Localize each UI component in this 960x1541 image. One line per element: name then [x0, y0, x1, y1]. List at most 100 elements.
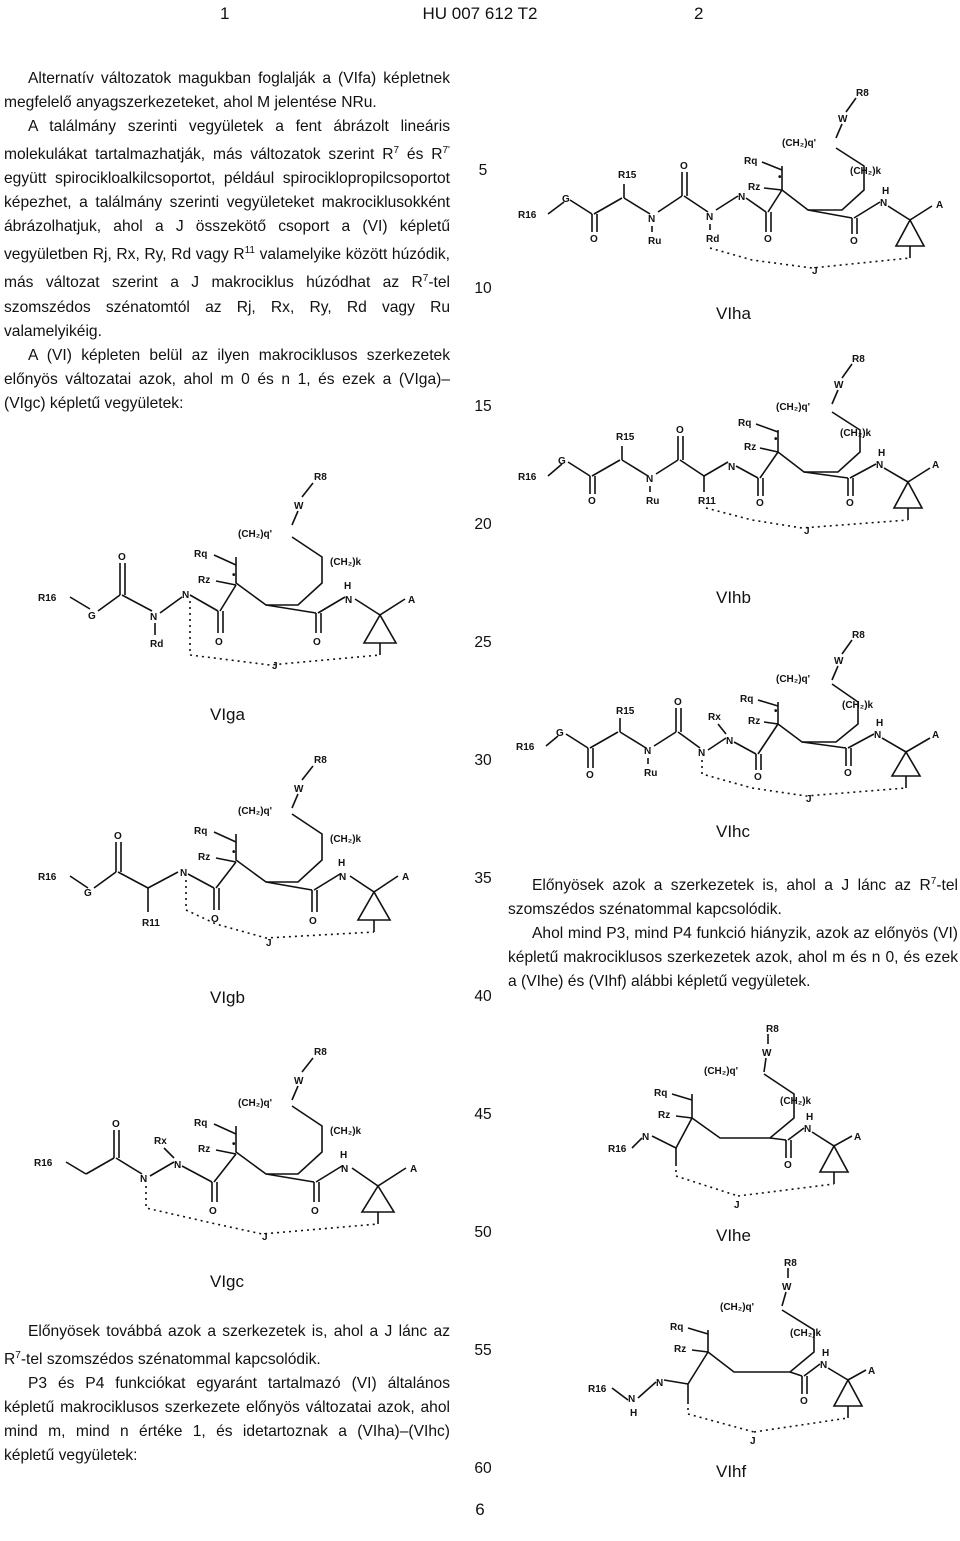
- svg-text:Rq: Rq: [194, 549, 207, 560]
- svg-text:W: W: [834, 380, 844, 391]
- svg-text:(CH₂)k: (CH₂)k: [850, 166, 882, 177]
- structure-vigb: R8 W (CH₂)q' (CH₂)k Rq • Rz R16 G O R11 …: [38, 755, 409, 949]
- svg-text:N: N: [738, 192, 745, 203]
- svg-text:R8: R8: [766, 1024, 779, 1035]
- svg-text:O: O: [313, 637, 321, 648]
- svg-text:Rx: Rx: [708, 712, 721, 723]
- svg-text:O: O: [309, 916, 317, 927]
- svg-text:N: N: [820, 1360, 827, 1371]
- svg-text:J: J: [272, 661, 278, 672]
- structure-vihe: R8 W (CH₂)q' (CH₂)k Rq Rz R16 N O N H A …: [608, 1024, 861, 1211]
- svg-text:W: W: [294, 1076, 304, 1087]
- paragraph: A találmány szerinti vegyületek a fent á…: [4, 118, 450, 340]
- svg-text:R11: R11: [698, 496, 716, 507]
- line-number: 30: [474, 752, 492, 769]
- svg-text:W: W: [294, 501, 304, 512]
- svg-text:H: H: [630, 1408, 637, 1419]
- header-left-page: 1: [220, 4, 230, 23]
- svg-text:N: N: [874, 730, 881, 741]
- svg-text:Ru: Ru: [644, 768, 657, 779]
- formula-label: VIgb: [210, 988, 245, 1007]
- svg-text:J: J: [750, 1436, 756, 1447]
- svg-text:O: O: [674, 697, 682, 708]
- svg-text:R16: R16: [38, 593, 57, 604]
- svg-text:J: J: [266, 938, 272, 949]
- svg-text:R15: R15: [618, 170, 637, 181]
- svg-text:(CH₂)q': (CH₂)q': [720, 1302, 754, 1313]
- svg-text:Rq: Rq: [670, 1322, 683, 1333]
- svg-text:R8: R8: [314, 1047, 327, 1058]
- svg-text:W: W: [834, 656, 844, 667]
- line-number: 20: [474, 516, 492, 533]
- svg-text:O: O: [756, 498, 764, 509]
- structure-vihb: R8 W (CH₂)q' (CH₂)k Rq • Rz R16 G O R15 …: [518, 354, 939, 537]
- svg-text:A: A: [868, 1366, 875, 1377]
- svg-text:G: G: [558, 456, 566, 467]
- svg-text:O: O: [680, 161, 688, 172]
- svg-text:(CH₂)q': (CH₂)q': [238, 529, 272, 540]
- svg-text:A: A: [936, 200, 943, 211]
- svg-text:G: G: [84, 888, 92, 899]
- svg-text:N: N: [656, 1378, 663, 1389]
- svg-text:O: O: [209, 1206, 217, 1217]
- svg-text:R15: R15: [616, 432, 635, 443]
- svg-text:N: N: [341, 1164, 348, 1175]
- svg-text:R16: R16: [588, 1384, 607, 1395]
- svg-text:N: N: [880, 198, 887, 209]
- svg-text:Rz: Rz: [198, 1144, 210, 1155]
- structure-viga: R8 W (CH₂)q' (CH₂)k Rq • Rz R16 G O N Rd…: [38, 472, 415, 672]
- svg-text:H: H: [344, 581, 351, 592]
- svg-text:(CH₂)q': (CH₂)q': [776, 674, 810, 685]
- paragraph: Ahol mind P3, mind P4 funkció hiányzik, …: [508, 925, 958, 991]
- svg-text:J: J: [262, 1232, 268, 1243]
- svg-text:N: N: [174, 1160, 181, 1171]
- svg-text:R8: R8: [852, 354, 865, 365]
- formula-label: VIgc: [210, 1272, 245, 1291]
- svg-text:O: O: [784, 1160, 792, 1171]
- svg-text:O: O: [850, 236, 858, 247]
- svg-text:•: •: [774, 706, 778, 717]
- svg-text:R8: R8: [852, 630, 865, 641]
- svg-text:A: A: [408, 595, 415, 606]
- svg-text:Rq: Rq: [194, 1118, 207, 1129]
- line-number: 15: [474, 398, 492, 415]
- svg-text:A: A: [402, 872, 409, 883]
- svg-text:H: H: [876, 718, 883, 729]
- svg-text:W: W: [294, 784, 304, 795]
- svg-text:N: N: [345, 595, 352, 606]
- svg-text:N: N: [728, 462, 735, 473]
- svg-text:A: A: [410, 1164, 417, 1175]
- structure-viha: R8 W (CH₂)q' (CH₂)k Rq • Rz R16 G O R15 …: [518, 88, 943, 277]
- svg-text:R16: R16: [516, 742, 535, 753]
- line-number: 40: [474, 988, 492, 1005]
- svg-text:O: O: [114, 831, 122, 842]
- svg-text:O: O: [590, 234, 598, 245]
- svg-text:Rz: Rz: [198, 852, 210, 863]
- svg-text:O: O: [754, 772, 762, 783]
- svg-text:Rd: Rd: [706, 234, 719, 245]
- svg-text:H: H: [822, 1348, 829, 1359]
- svg-text:A: A: [932, 460, 939, 471]
- formula-label: VIhf: [716, 1462, 747, 1481]
- formula-label: VIha: [716, 304, 751, 323]
- line-number: 45: [474, 1106, 492, 1123]
- svg-text:R16: R16: [518, 472, 537, 483]
- svg-text:Rq: Rq: [194, 826, 207, 837]
- svg-text:O: O: [800, 1396, 808, 1407]
- svg-text:(CH₂)k: (CH₂)k: [330, 557, 362, 568]
- svg-text:N: N: [726, 736, 733, 747]
- svg-text:G: G: [88, 611, 96, 622]
- line-number: 5: [478, 162, 488, 179]
- svg-text:R15: R15: [616, 706, 635, 717]
- line-number: 25: [474, 634, 492, 651]
- svg-text:J: J: [812, 266, 818, 277]
- svg-text:Ru: Ru: [646, 496, 659, 507]
- svg-text:•: •: [232, 1139, 236, 1150]
- header-right-page: 2: [694, 4, 704, 23]
- svg-text:H: H: [340, 1150, 347, 1161]
- svg-text:O: O: [311, 1206, 319, 1217]
- svg-text:Rx: Rx: [154, 1136, 167, 1147]
- svg-text:H: H: [878, 448, 885, 459]
- svg-text:N: N: [644, 746, 651, 757]
- svg-text:J: J: [804, 526, 810, 537]
